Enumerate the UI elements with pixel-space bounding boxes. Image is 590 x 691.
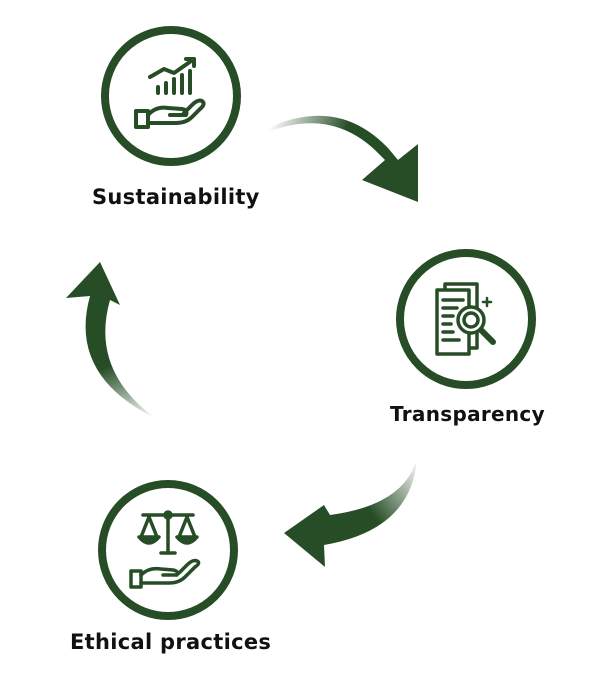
label-ethical-practices: Ethical practices — [70, 630, 272, 654]
hand-scales-icon — [129, 510, 201, 589]
curved-arrow-icon — [268, 115, 418, 202]
node-ethical-practices — [98, 480, 238, 620]
arrow-sustainability-to-transparency — [268, 115, 418, 202]
node-sustainability — [101, 26, 241, 166]
document-magnifier-icon — [435, 282, 496, 356]
node-transparency — [396, 249, 536, 389]
arrow-transparency-to-ethical — [284, 458, 417, 567]
hand-growth-chart-icon — [134, 57, 206, 129]
curved-arrow-icon — [66, 262, 155, 418]
label-sustainability: Sustainability — [92, 185, 260, 209]
label-transparency: Transparency — [390, 402, 545, 426]
arrow-ethical-to-sustainability — [66, 262, 155, 418]
curved-arrow-icon — [284, 458, 417, 567]
